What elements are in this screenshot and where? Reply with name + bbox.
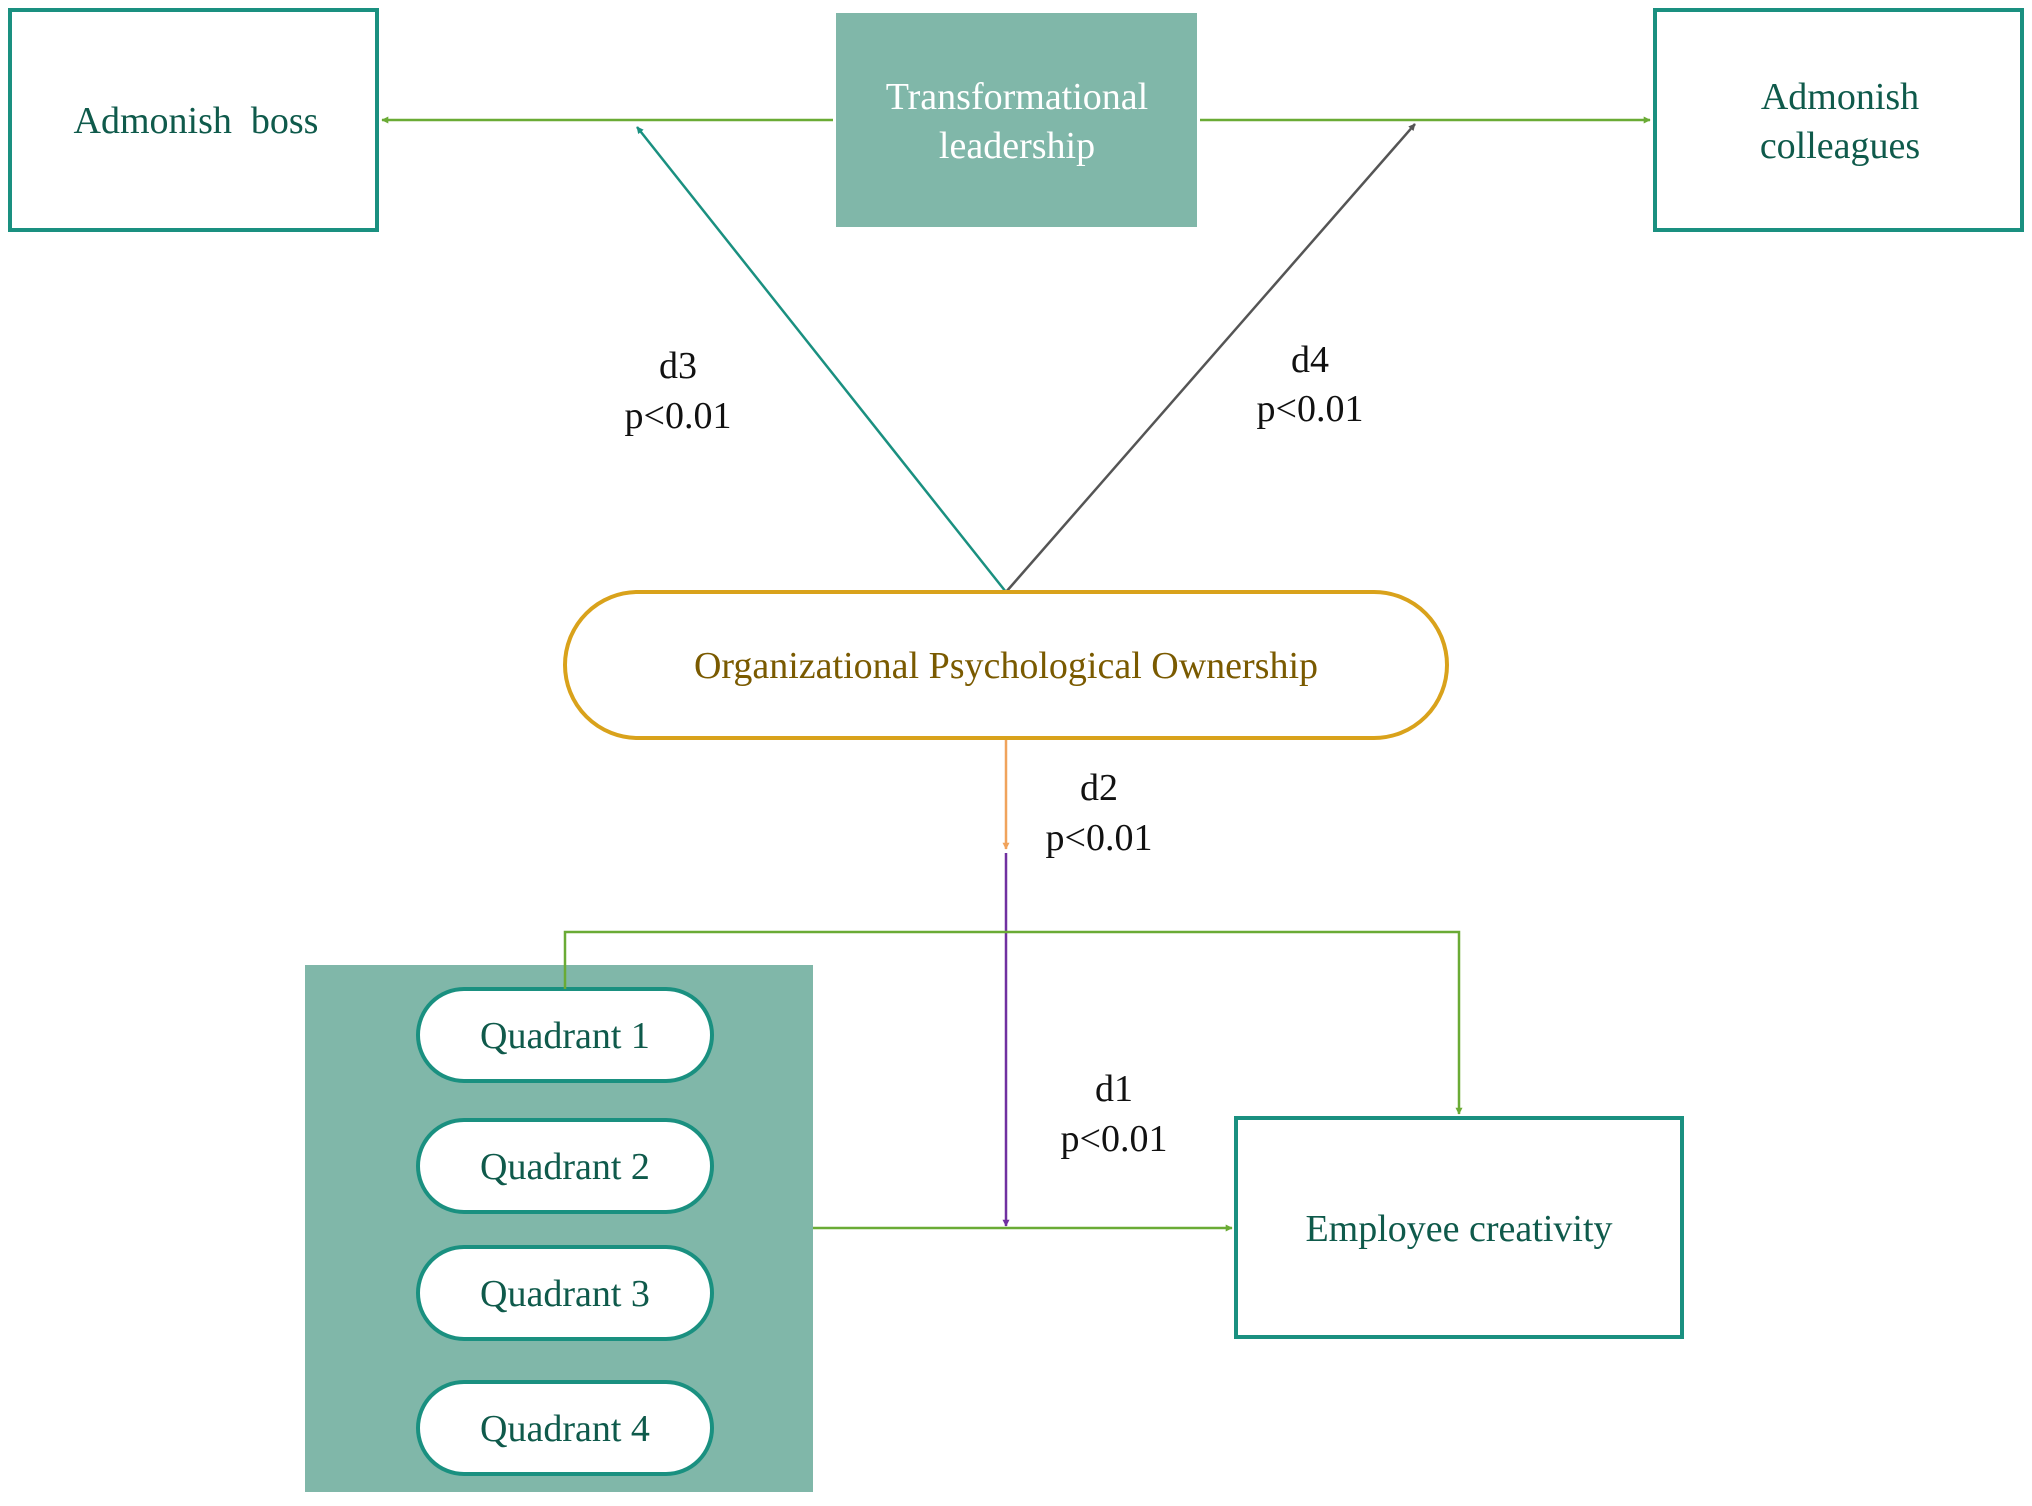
arrow-quadrant1-to-creativity [563,930,1463,1115]
admonish-colleagues-box [1653,8,2024,232]
arrow-d3 [636,126,1007,593]
quadrant-4-label: Quadrant 4 [480,1408,650,1450]
quadrant-2-label: Quadrant 2 [480,1146,650,1188]
quadrant-3-pill [416,1245,714,1341]
d3-p-value: p<0.01 [625,395,732,437]
arrow-d4 [1005,123,1416,593]
quadrant-4-pill [416,1380,714,1476]
ownership-label: Organizational Psychological Ownership [694,645,1318,687]
employee-creativity-box [1234,1116,1684,1339]
d1-p-value: p<0.01 [1061,1118,1168,1160]
d4-p-value: p<0.01 [1257,388,1364,430]
transformational-leadership-label-line1: Transformational [886,76,1148,118]
admonish-boss-box [8,8,379,232]
d3-label: d3 [659,345,697,387]
d2-p-value: p<0.01 [1046,817,1153,859]
admonish-colleagues-label-line1: Admonish [1761,76,1919,118]
quadrant-1-label: Quadrant 1 [480,1015,650,1057]
quadrant-2-pill [416,1118,714,1214]
quadrant-list: Quadrant 1 Quadrant 2 Quadrant 3 Quadran… [416,987,714,1476]
d2-label: d2 [1080,767,1118,809]
ownership-pill [563,590,1449,740]
d1-label: d1 [1095,1068,1133,1110]
d4-label: d4 [1291,339,1329,381]
quadrant-3-label: Quadrant 3 [480,1273,650,1315]
admonish-colleagues-label-line2: colleagues [1760,125,1920,167]
transformational-leadership-label-line2: leadership [939,125,1095,167]
admonish-boss-label: Admonish boss [74,100,319,142]
transformational-leadership-box [836,13,1197,227]
employee-creativity-label: Employee creativity [1305,1208,1612,1250]
